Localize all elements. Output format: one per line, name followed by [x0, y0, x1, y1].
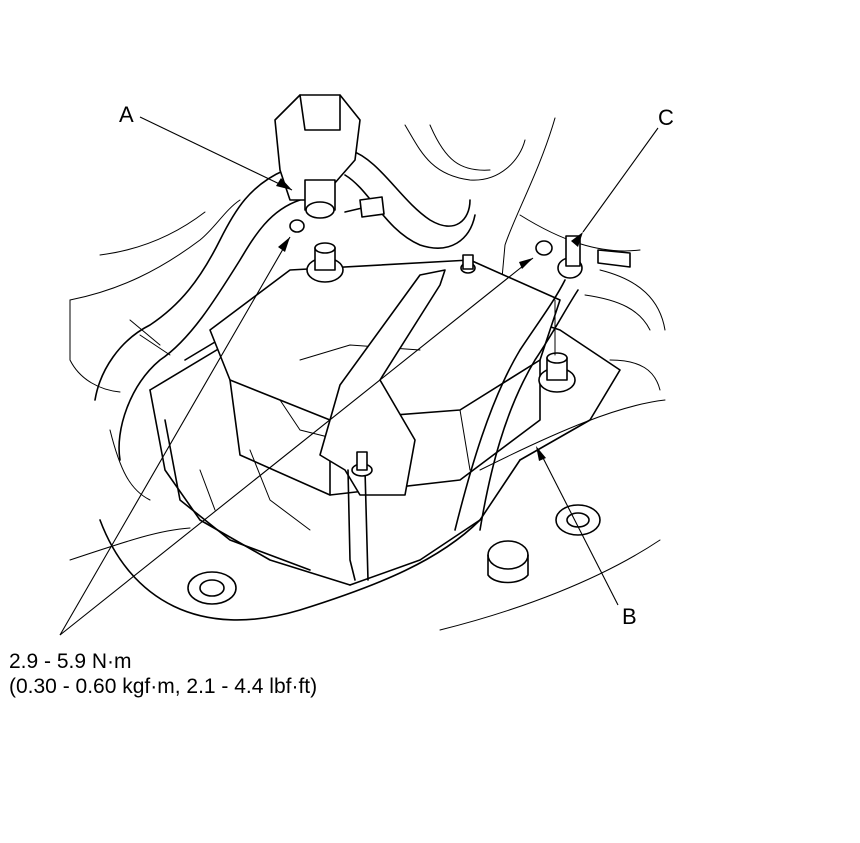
callout-a-label: A [119, 102, 134, 127]
leader-arrowheads [276, 178, 583, 461]
positive-cable-harness [94, 94, 476, 461]
callout-c-label: C [658, 105, 674, 130]
callout-b-label: B [622, 604, 637, 629]
leader-lines [59, 116, 659, 636]
torque-spec-metric: 2.9 - 5.9 N·m [9, 650, 132, 673]
torque-spec-alternate: (0.30 - 0.60 kgf·m, 2.1 - 4.4 lbf·ft) [9, 675, 318, 698]
battery-hold-down [319, 254, 476, 581]
mounting-bosses [187, 504, 601, 605]
battery-terminals [306, 242, 576, 393]
